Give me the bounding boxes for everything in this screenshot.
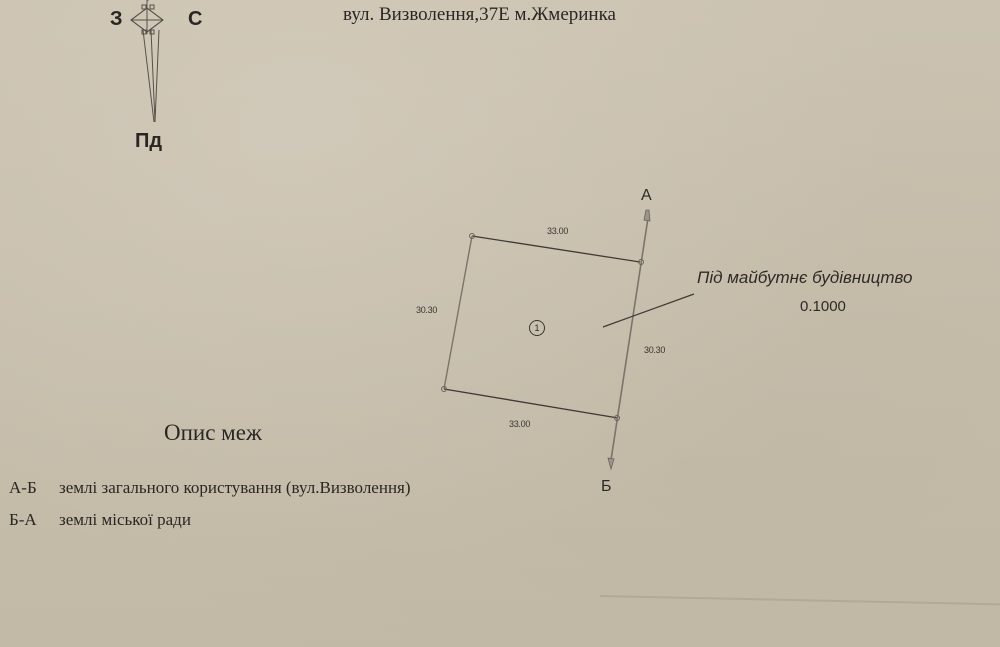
plot-purpose-label: Під майбутнє будівництво bbox=[697, 268, 913, 287]
boundaries-title: Опис меж bbox=[164, 420, 262, 445]
corner-markers bbox=[441, 233, 644, 421]
boundary-row: Б-А землі міської ради bbox=[9, 510, 191, 530]
boundary-code: А-Б bbox=[9, 478, 37, 497]
dimension-right: 30.30 bbox=[644, 345, 666, 355]
boundary-line-a-b bbox=[607, 209, 651, 471]
dimension-top: 33.00 bbox=[547, 226, 569, 236]
plot-boundary bbox=[443, 235, 641, 419]
point-a-label: А bbox=[641, 187, 652, 204]
compass-rose-icon bbox=[130, 0, 164, 123]
leader-line bbox=[602, 293, 695, 328]
plot-area-value: 0.1000 bbox=[800, 298, 846, 315]
dimension-bottom: 33.00 bbox=[509, 419, 531, 429]
address-title: вул. Визволення,37Е м.Жмеринка bbox=[343, 4, 616, 25]
boundary-code: Б-А bbox=[9, 510, 37, 529]
compass-west-label: З bbox=[110, 8, 123, 30]
plot-number-badge: 1 bbox=[529, 320, 545, 336]
compass-east-label: С bbox=[188, 8, 203, 30]
boundary-description: землі міської ради bbox=[59, 510, 191, 529]
compass-south-label: Пд bbox=[135, 130, 163, 152]
dimension-left: 30.30 bbox=[416, 305, 438, 315]
point-b-label: Б bbox=[601, 478, 612, 495]
boundary-row: А-Б землі загального користування (вул.Ви… bbox=[9, 478, 411, 498]
boundary-description: землі загального користування (вул.Визво… bbox=[59, 478, 411, 497]
